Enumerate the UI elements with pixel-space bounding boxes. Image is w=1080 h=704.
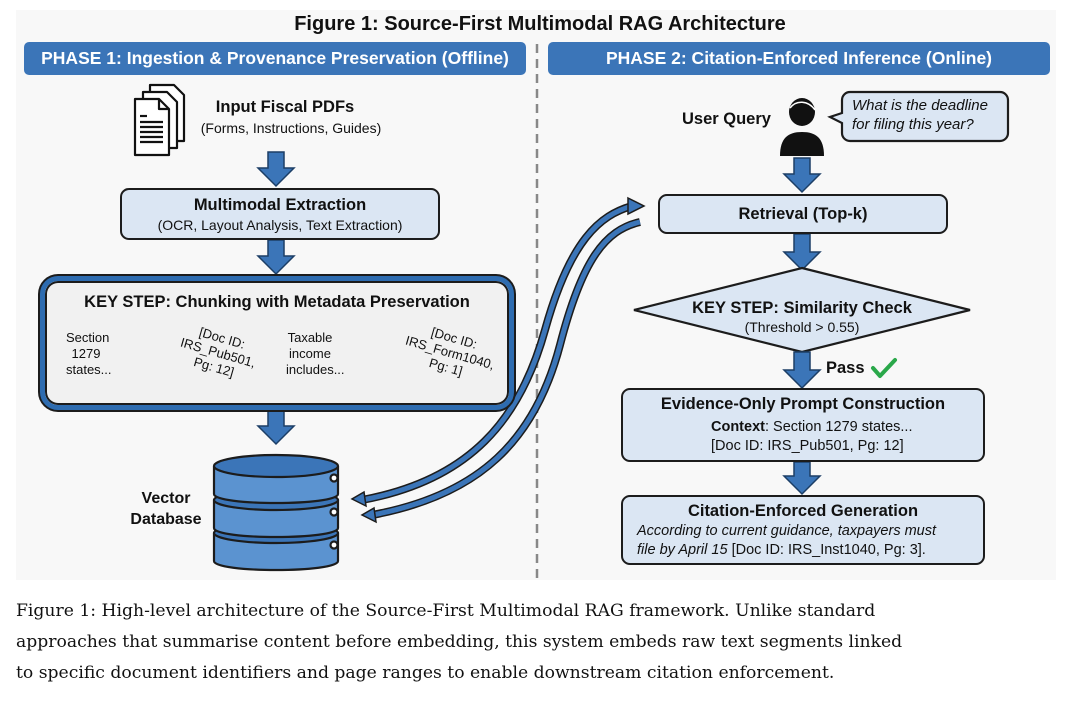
chunk-1-text: Section 1279 states... [66,330,112,377]
phase2-banner: PHASE 2: Citation-Enforced Inference (On… [548,42,1050,75]
arrowhead-to-database-1 [350,490,367,508]
arrow-chunking-to-database [256,409,296,446]
arrow-extraction-to-chunking [256,239,296,276]
extraction-title: Multimodal Extraction [193,196,367,214]
generation-box: Citation-Enforced Generation According t… [621,495,985,565]
arrow-prompt-to-generation [782,461,822,496]
user-icon [780,98,824,156]
similarity-title: KEY STEP: Similarity Check [692,299,912,317]
similarity-subtitle: (Threshold > 0.55) [744,319,860,335]
figure-caption: Figure 1: High-level architecture of the… [16,601,903,683]
user-question: What is the deadline for filing this yea… [852,97,988,133]
chunking-title: KEY STEP: Chunking with Metadata Preserv… [84,293,470,311]
retrieval-database-link [361,202,641,519]
chunk-2-text: Taxable income includes... [286,330,345,377]
pass-label: Pass [826,359,865,377]
arrow-retrieval-to-check [782,233,822,272]
arrow-query-to-retrieval [782,157,822,194]
phase1-banner: PHASE 1: Ingestion & Provenance Preserva… [24,42,526,75]
prompt-citation: [Doc ID: IRS_Pub501, Pg: 12] [711,438,904,454]
retrieval-title: Retrieval (Top-k) [738,205,868,223]
generation-title: Citation-Enforced Generation [687,502,919,520]
chunking-keystep-box: KEY STEP: Chunking with Metadata Preserv… [40,276,514,410]
arrow-input-to-extraction [256,151,296,188]
extraction-box: Multimodal Extraction (OCR, Layout Analy… [120,188,440,240]
speech-bubble [827,90,1010,143]
retrieval-box: Retrieval (Top-k) [658,194,948,234]
documents-icon [133,83,186,157]
arrowhead-to-retrieval [627,196,646,216]
input-subtitle: (Forms, Instructions, Guides) [200,120,382,136]
user-query-label: User Query [682,110,771,128]
prompt-title: Evidence-Only Prompt Construction [660,395,946,413]
generation-text: According to current guidance, taxpayers… [637,523,937,558]
input-title: Input Fiscal PDFs [215,98,355,116]
figure-title: Figure 1: Source-First Multimodal RAG Ar… [294,13,786,35]
checkmark-icon [871,358,897,378]
arrowhead-to-database-2 [360,506,377,524]
prompt-context: Context: Section 1279 states... [Doc ID:… [711,419,913,454]
arrow-check-to-prompt [782,351,822,390]
extraction-subtitle: (OCR, Layout Analysis, Text Extraction) [157,217,403,233]
database-icon [212,453,340,572]
prompt-construction-box: Evidence-Only Prompt Construction [621,388,985,462]
database-label: Vector Database [130,490,202,528]
